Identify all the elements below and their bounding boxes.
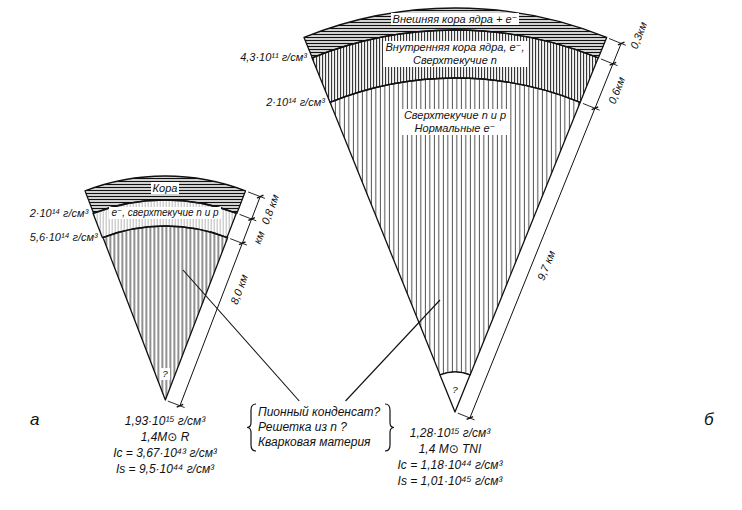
extension-line (458, 413, 475, 420)
dimension-tick (239, 242, 245, 245)
sector-shape (103, 226, 228, 400)
brace (247, 404, 256, 451)
dimension-tick (610, 62, 617, 65)
core-sector: ? (101, 224, 230, 402)
dimension-label: 0,8 км (258, 193, 281, 227)
parameter-label: 1,4 M⊙ TNI (419, 442, 482, 456)
density-label: 2·10¹⁴ г/см³ (266, 96, 325, 109)
band-label: Внешняя кора ядра + e⁻ (391, 13, 520, 26)
parameter-label: 1,4M⊙ R (141, 430, 190, 444)
extension-line (601, 59, 618, 66)
dimension-label: км (251, 229, 268, 246)
band-label: Внутренняя кора ядра, e⁻, Сверхтекучие n (383, 41, 528, 66)
parameter-label: Is = 1,01·10⁴⁵ г/см³ (398, 474, 503, 488)
leader-line (183, 270, 299, 401)
band-label: e⁻, сверхтекучие n и p (109, 207, 220, 219)
extension-line (609, 39, 626, 46)
extension-line (583, 103, 600, 110)
dimension-tick (467, 417, 474, 420)
parameter-label: 1,28·10¹⁵ г/см³ (410, 426, 491, 440)
dimension-tick (618, 42, 625, 45)
parameter-label: 1,93·10¹⁵ г/см³ (125, 414, 206, 428)
dimension-lines (168, 39, 626, 420)
core-sector: Сверхтекучие n и p Нормальные e⁻ (328, 76, 582, 377)
dimension-tick (177, 404, 183, 407)
sector-shape (440, 372, 470, 412)
dimension-tick (257, 195, 263, 198)
dimension-label: 9,7 км (535, 249, 559, 283)
dimension-label: 8,0 км (228, 272, 251, 306)
panel-letter: б (704, 410, 714, 430)
leader-group (183, 270, 440, 451)
center-region: ? (438, 370, 472, 414)
band-label: Кора (151, 182, 180, 195)
leader-line (346, 300, 441, 401)
dimension-label: 0,6км (606, 75, 629, 106)
extension-line (239, 214, 256, 220)
dimension-tick (248, 218, 254, 221)
panel-letter: а (30, 410, 39, 430)
dimension-tick (592, 107, 599, 110)
parameter-label: Is = 9,5·10⁴⁴ г/см³ (116, 462, 214, 476)
brace (385, 404, 394, 451)
band-label: ? (160, 368, 170, 379)
parameter-label: Ic = 1,18·10⁴⁴ г/см³ (398, 458, 503, 472)
density-label: 4,3·10¹¹ г/см³ (240, 51, 307, 64)
extension-line (230, 239, 247, 245)
band-label: Сверхтекучие n и p Нормальные e⁻ (401, 109, 510, 134)
dimension-label: 0,3км (628, 20, 651, 51)
density-label: 5,6·10¹⁴ г/см³ (30, 231, 98, 244)
callout-text: Пионный конденсат? Решетка из n ? Кварко… (258, 405, 383, 450)
extension-line (248, 192, 265, 198)
density-label: 2·10¹⁴ г/см³ (30, 207, 89, 220)
band-label: ? (450, 384, 460, 395)
sector-shape (330, 78, 580, 375)
extension-line (168, 401, 185, 407)
parameter-label: Ic = 3,67·10⁴³ г/см³ (113, 446, 217, 460)
